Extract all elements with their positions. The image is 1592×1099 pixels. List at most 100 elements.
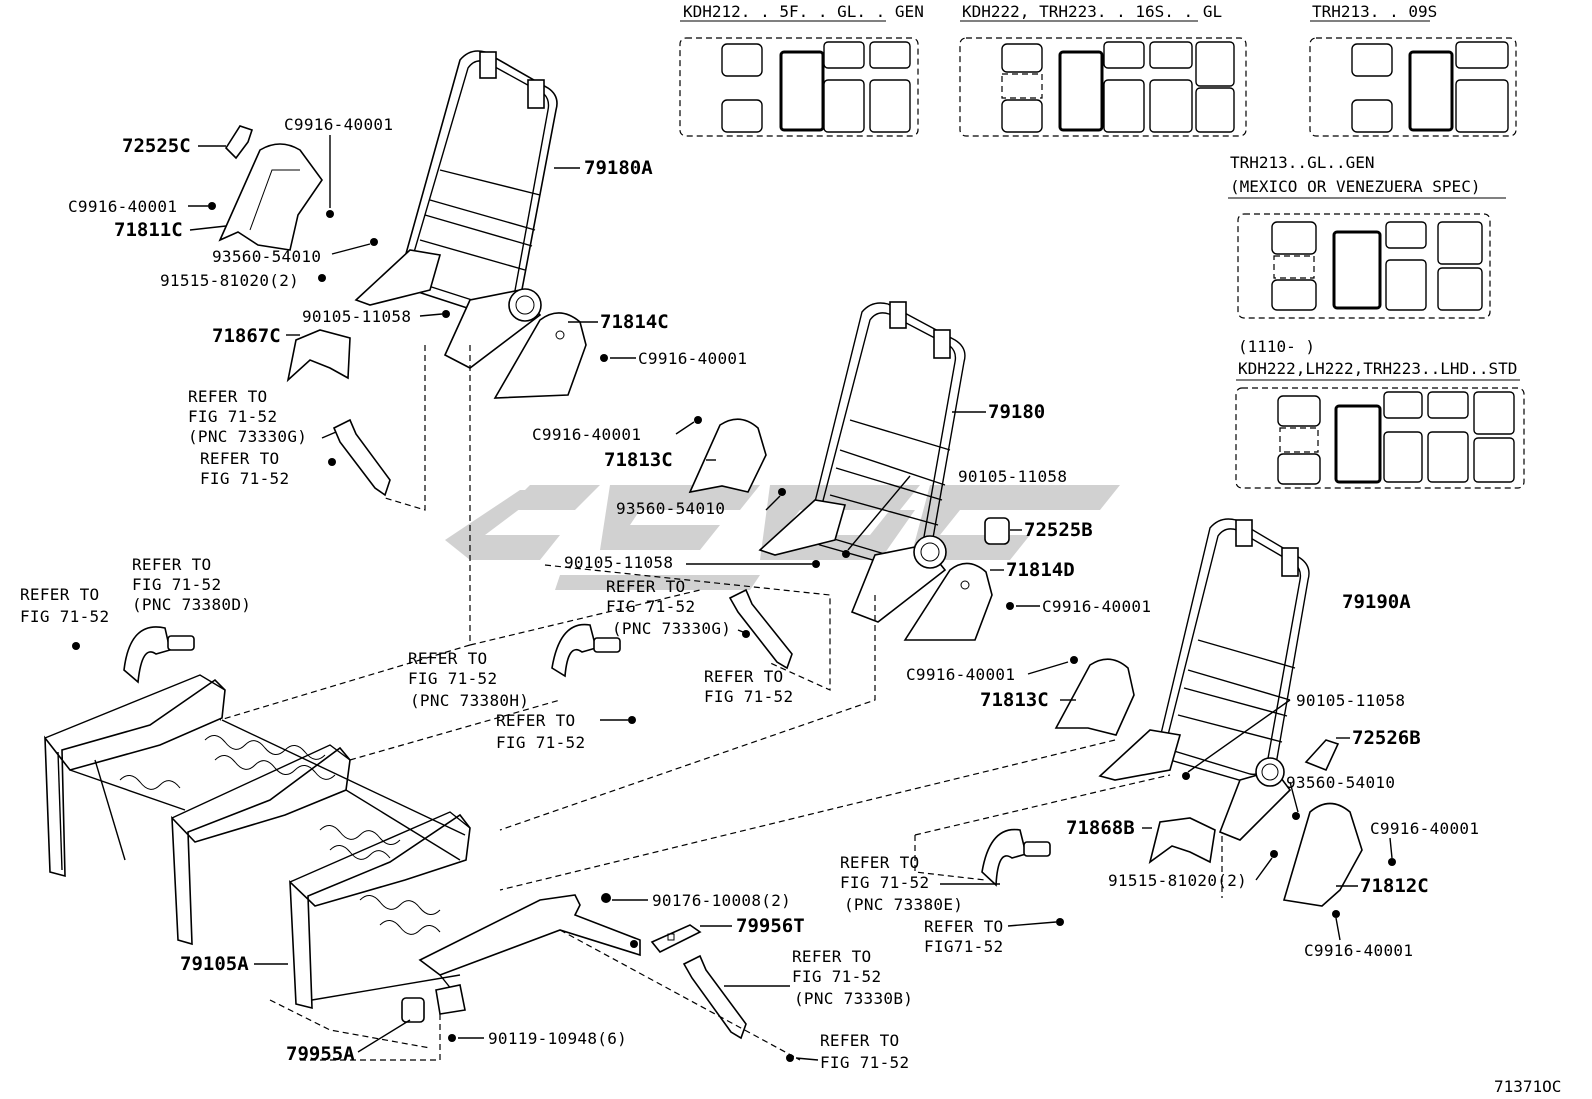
refer-label-line: (PNC 73330G) xyxy=(612,619,731,638)
refer-label-line: REFER TO xyxy=(704,667,783,686)
label-79180A: 79180A xyxy=(584,157,653,179)
refer-label-line: REFER TO xyxy=(496,711,575,730)
label-72525B: 72525B xyxy=(1024,519,1093,541)
label-90105-11058: 90105-11058 xyxy=(958,467,1067,486)
belt-73380D xyxy=(123,626,195,684)
label-71813C: 71813C xyxy=(604,449,673,471)
label-71868B: 71868B xyxy=(1066,817,1135,839)
refer-label-line: REFER TO xyxy=(20,585,99,604)
seat-layout-2: KDH222, TRH223. . 16S. . GL xyxy=(959,2,1247,137)
belt-73330G-upper xyxy=(332,418,391,497)
label-93560-54010: 93560-54010 xyxy=(616,499,725,518)
refer-label-line: FIG 71-52 xyxy=(840,873,929,892)
knob-72525B xyxy=(984,517,1010,545)
cover-71812C xyxy=(1282,802,1363,907)
label-90176-10008: 90176-10008(2) xyxy=(652,891,791,910)
label-90105-11058: 90105-11058 xyxy=(564,553,673,572)
figure-code: 71371OC xyxy=(1494,1077,1561,1096)
refer-label-line: FIG 71-52 xyxy=(606,597,695,616)
layout-caption-2: KDH222,LH222,TRH223..LHD..STD xyxy=(1238,359,1517,378)
cover-71867C xyxy=(286,329,351,383)
layout-caption: TRH213..GL..GEN xyxy=(1230,153,1375,172)
label-90105-11058: 90105-11058 xyxy=(1296,691,1405,710)
refer-label-line: (PNC 73330G) xyxy=(188,427,307,446)
seat-layout-5: (1110- ) KDH222,LH222,TRH223..LHD..STD xyxy=(1235,337,1525,489)
refer-label-line: FIG71-52 xyxy=(924,937,1003,956)
label-71867C: 71867C xyxy=(212,325,281,347)
label-71814C: 71814C xyxy=(600,311,669,333)
label-72526B: 72526B xyxy=(1352,727,1421,749)
label-71813C: 71813C xyxy=(980,689,1049,711)
seatback-frame-79180A xyxy=(354,50,558,369)
part-labels: 72525C C9916-40001 C9916-40001 71811C 93… xyxy=(20,115,1561,1096)
cover-71813C-right xyxy=(1054,658,1135,736)
cover-72525C xyxy=(224,125,254,160)
refer-label-line: REFER TO xyxy=(606,577,685,596)
cap-79955A xyxy=(401,997,425,1023)
cover-71814C xyxy=(493,312,587,399)
label-c9916-40001: C9916-40001 xyxy=(284,115,393,134)
refer-label-line: FIG 71-52 xyxy=(496,733,585,752)
label-72525C: 72525C xyxy=(122,135,191,157)
refer-label-line: (PNC 73380D) xyxy=(132,595,251,614)
refer-label-line: REFER TO xyxy=(200,449,279,468)
refer-label-line: FIG 71-52 xyxy=(408,669,497,688)
refer-label-line: REFER TO xyxy=(820,1031,899,1050)
label-c9916-40001: C9916-40001 xyxy=(906,665,1015,684)
label-71814D: 71814D xyxy=(1006,559,1075,581)
label-71811C: 71811C xyxy=(114,219,183,241)
belt-73330G-middle xyxy=(728,588,793,670)
label-c9916-40001: C9916-40001 xyxy=(68,197,177,216)
seat-layout-4: TRH213..GL..GEN (MEXICO OR VENEZUERA SPE… xyxy=(1228,153,1506,319)
belt-73330B xyxy=(682,954,747,1040)
refer-label-line: REFER TO xyxy=(408,649,487,668)
refer-label-line: REFER TO xyxy=(132,555,211,574)
label-93560-54010: 93560-54010 xyxy=(1286,773,1395,792)
label-71812C: 71812C xyxy=(1360,875,1429,897)
label-79956T: 79956T xyxy=(736,915,805,937)
refer-label-line: FIG 71-52 xyxy=(200,469,289,488)
label-90119-10948: 90119-10948(6) xyxy=(488,1029,627,1048)
layout-caption: KDH222, TRH223. . 16S. . GL xyxy=(962,2,1222,21)
layout-caption: TRH213. . 09S xyxy=(1312,2,1437,21)
label-c9916-40001: C9916-40001 xyxy=(1042,597,1151,616)
cover-71868B xyxy=(1148,817,1216,864)
label-91515-81020: 91515-81020(2) xyxy=(160,271,299,290)
label-79190A: 79190A xyxy=(1342,591,1411,613)
seatback-frame-79190A xyxy=(1098,518,1310,841)
cover-71813C-middle xyxy=(688,418,767,494)
refer-label-line: FIG 71-52 xyxy=(792,967,881,986)
belt-73380H xyxy=(551,623,621,678)
layout-caption: KDH212. . 5F. . GL. . GEN xyxy=(683,2,924,21)
refer-label-line: (PNC 73330B) xyxy=(794,989,913,1008)
clip-79956T xyxy=(650,924,702,954)
label-79105A: 79105A xyxy=(180,953,249,975)
label-c9916-40001: C9916-40001 xyxy=(532,425,641,444)
seat-cushion-frame-79105A xyxy=(44,674,641,1015)
leader-lines xyxy=(188,135,1393,1061)
assembly-lines xyxy=(219,345,1223,1061)
refer-label-line: FIG 71-52 xyxy=(704,687,793,706)
knob-72526B xyxy=(1304,739,1340,772)
label-79180: 79180 xyxy=(988,401,1045,423)
cover-71814D xyxy=(903,562,993,641)
label-93560-54010: 93560-54010 xyxy=(212,247,321,266)
refer-label-line: (PNC 73380H) xyxy=(410,691,529,710)
refer-label-line: FIG 71-52 xyxy=(132,575,221,594)
label-c9916-40001: C9916-40001 xyxy=(638,349,747,368)
refer-label-line: REFER TO xyxy=(188,387,267,406)
refer-label-line: FIG 71-52 xyxy=(20,607,109,626)
seat-layout-3: TRH213. . 09S xyxy=(1309,2,1517,137)
label-c9916-40001: C9916-40001 xyxy=(1370,819,1479,838)
refer-label-line: FIG 71-52 xyxy=(188,407,277,426)
label-90105-11058: 90105-11058 xyxy=(302,307,411,326)
cover-71811C xyxy=(218,143,323,251)
layout-caption-2: (MEXICO OR VENEZUERA SPEC) xyxy=(1230,177,1480,196)
seat-layout-1: KDH212. . 5F. . GL. . GEN xyxy=(679,2,924,137)
refer-label-line: FIG 71-52 xyxy=(820,1053,909,1072)
refer-label-line: REFER TO xyxy=(924,917,1003,936)
label-91515-81020: 91515-81020(2) xyxy=(1108,871,1247,890)
refer-label-line: (PNC 73380E) xyxy=(844,895,963,914)
layout-caption: (1110- ) xyxy=(1238,337,1315,356)
